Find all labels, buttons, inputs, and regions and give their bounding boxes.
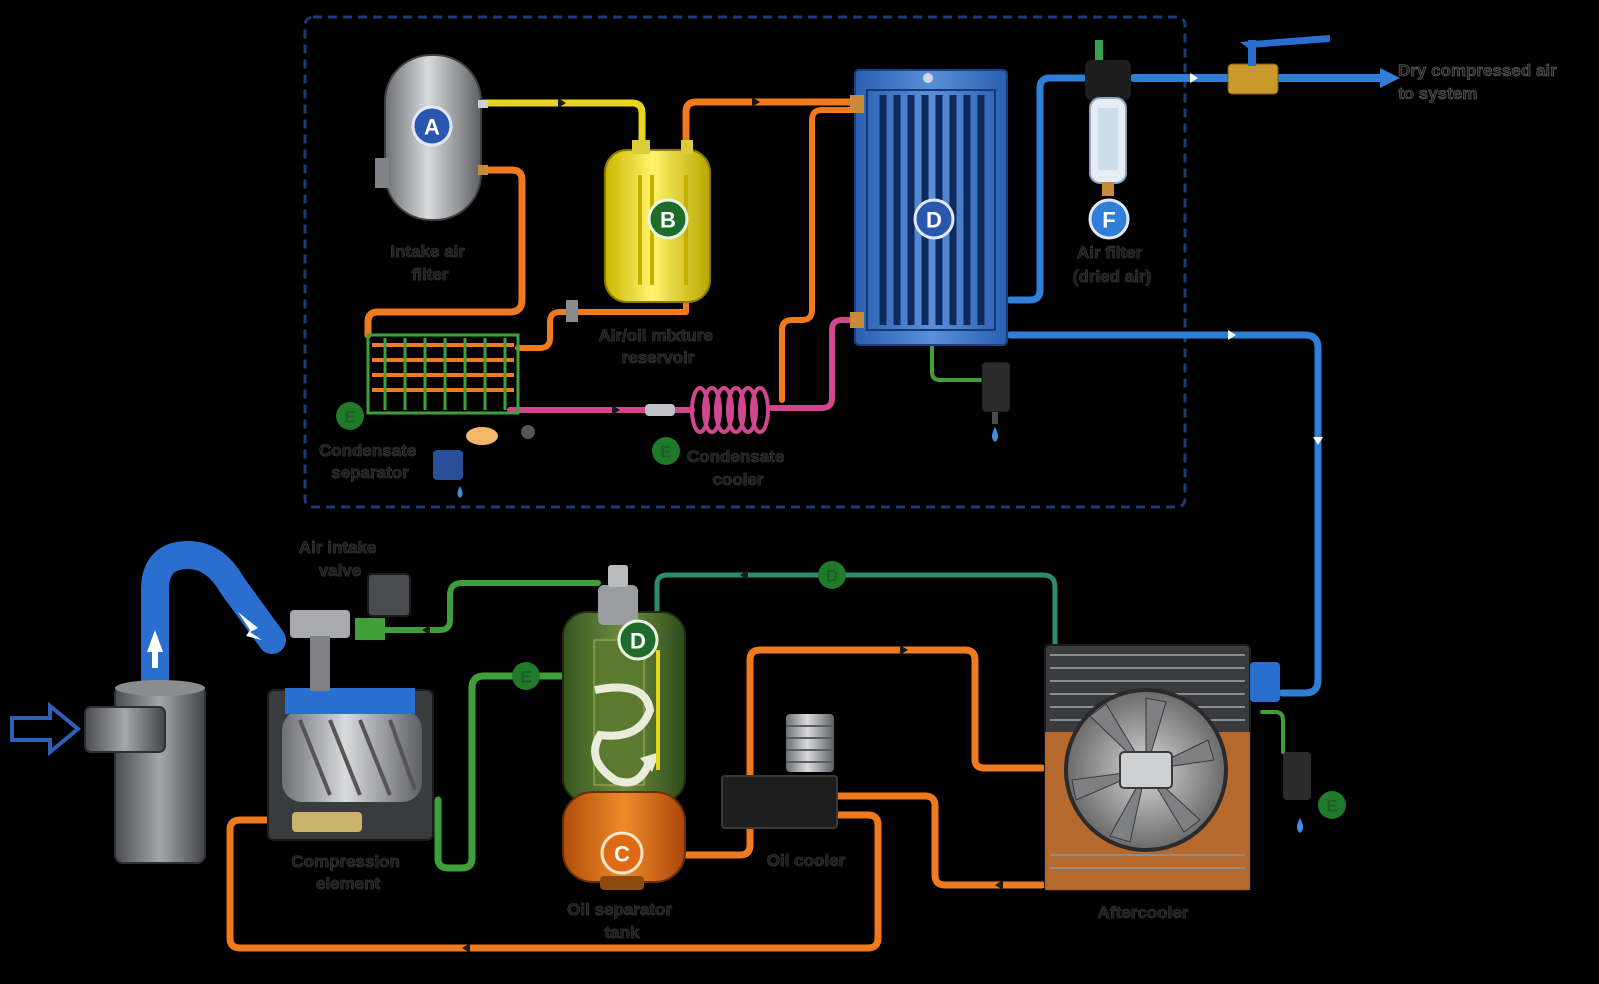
hollow-right-arrow-icon (10, 701, 82, 757)
label-oil-cooler: Oil cooler (767, 851, 846, 870)
svg-text:C: C (614, 842, 630, 867)
flow-direction-arrow-icon (612, 405, 620, 415)
svg-text:E: E (344, 408, 355, 427)
flow-direction-arrow-icon (995, 880, 1003, 890)
badge-d-dryer: D (913, 198, 955, 240)
right-arrow-icon (1380, 68, 1400, 88)
dryer-enclosure-outline (303, 15, 1187, 509)
badge-e-aftercooler: E (1318, 791, 1346, 819)
water-drop-icon (992, 427, 998, 442)
pipe-cooler-to-dryer (769, 317, 863, 411)
pipe-aftercooler-drain (1260, 710, 1285, 754)
aftercooler-drain-trap (1283, 752, 1311, 833)
label-intake-air-filter: Intake air filter (390, 242, 469, 284)
flow-direction-arrow-icon (752, 97, 760, 107)
dryer-drain-trap (981, 361, 1011, 442)
svg-text:F: F (1102, 208, 1115, 233)
flow-direction-arrow-icon (900, 645, 908, 655)
oil-cooler (721, 714, 838, 829)
flow-direction-arrow-icon (1228, 330, 1236, 340)
badge-e-separator: E (336, 402, 364, 430)
separator-drain-trap (433, 427, 498, 498)
compression-element (267, 610, 434, 841)
svg-text:B: B (660, 208, 676, 233)
badge-f: F (1088, 198, 1130, 240)
aftercooler (1044, 644, 1280, 891)
intake-hose (141, 541, 286, 702)
condensate-cooler-coil (690, 386, 770, 434)
svg-text:E: E (660, 443, 671, 462)
badge-e-compressor-line: E (512, 662, 540, 690)
label-aftercooler: Aftercooler (1098, 903, 1189, 922)
water-drop-icon (1297, 818, 1303, 833)
pipe-oilcooler-loop (226, 811, 882, 952)
label-condensate-cooler: Condensate cooler (687, 447, 789, 489)
svg-text:D: D (630, 629, 646, 654)
air-filter-dried-air (1085, 40, 1131, 196)
flow-direction-arrow-icon (1190, 73, 1198, 83)
up-arrow-icon (147, 630, 163, 668)
label-compression-element: Compression element (291, 852, 404, 893)
condensate-cooler-fitting (645, 404, 675, 416)
svg-text:E: E (520, 668, 531, 687)
pipe-network (141, 74, 1384, 952)
svg-text:E: E (1326, 797, 1337, 816)
pipe-dryer-to-filter (1006, 74, 1096, 304)
badge-a: A (411, 105, 453, 147)
condensate-separator-coil (366, 300, 578, 439)
flow-arrows (422, 73, 1323, 953)
badge-b: B (647, 198, 689, 240)
badge-c: C (600, 831, 644, 875)
label-air-intake-valve: Air intake valve (299, 538, 381, 580)
air-intake-valve (355, 573, 411, 640)
pipe-aftercooler-to-oilcooler (834, 792, 1046, 889)
pipe-aftercooler-to-dryer (1006, 331, 1322, 697)
down-right-arrow-icon (238, 612, 262, 640)
pipe-compressor-to-tank (434, 672, 604, 872)
pipe-dryer-to-cooler (779, 107, 863, 403)
flow-direction-arrow-icon (740, 570, 748, 580)
pipe-coil-to-reservoir (515, 277, 689, 351)
flow-direction-arrow-icon (1313, 437, 1323, 445)
label-air-filter-dried-air: Air filter (dried air) (1073, 243, 1151, 286)
pipe-reservoir-to-dryer (682, 98, 864, 154)
inlet-silencer (84, 680, 206, 864)
label-dry-compressed-air: Dry compressed air to system (1398, 61, 1561, 103)
svg-text:A: A (424, 115, 440, 140)
flow-direction-arrow-icon (422, 625, 430, 635)
badge-d-separator-tank: D (617, 619, 659, 661)
flow-direction-arrow-icon (462, 943, 470, 953)
water-drop-icon (457, 486, 463, 498)
badge-e-cooler: E (652, 437, 680, 465)
svg-text:D: D (926, 208, 942, 233)
pipe-tank-a-to-coil (364, 166, 526, 339)
pipe-oil-tank-to-cooler (656, 646, 1046, 859)
pipe-valve-to-tank (382, 580, 601, 633)
pipe-tank-a-to-reservoir (478, 99, 646, 154)
label-condensate-separator: Condensate separator (319, 441, 421, 482)
label-oil-separator-tank: Oil separator tank (567, 900, 677, 942)
pipe-dryer-drain (930, 343, 987, 382)
outlet-ball-valve[interactable] (1227, 35, 1330, 95)
pipe-oil-return (654, 572, 1058, 648)
svg-text:D: D (826, 567, 838, 586)
label-air-oil-mixture-reservoir: Air/oil mixture reservoir (598, 326, 717, 367)
flow-direction-arrow-icon (558, 98, 566, 108)
badge-d-oil-return: D (818, 561, 846, 589)
